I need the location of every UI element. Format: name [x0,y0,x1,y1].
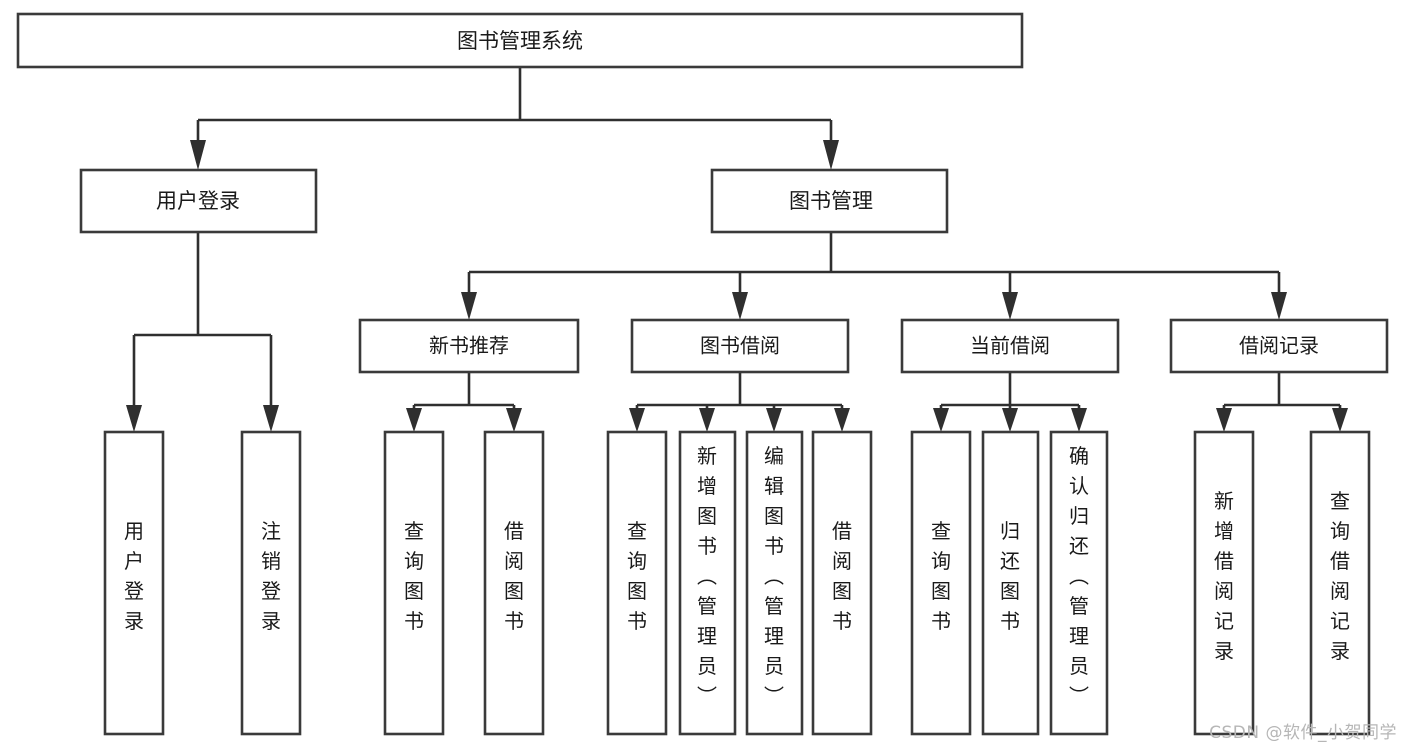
leaf-record-query-record-box[interactable] [1309,430,1371,736]
leaf-borrow-borrow-book-box[interactable] [811,430,873,736]
node-new-book-recommend[interactable]: 新书推荐 [358,318,580,374]
arrowhead-current-borrow [1002,292,1018,320]
node-book-manage-box[interactable] [710,168,949,234]
node-book-manage[interactable]: 图书管理 [710,168,949,234]
node-book-borrow[interactable]: 图书借阅 [630,318,850,374]
leaf-record-add-record[interactable]: 新增借阅记录 [1193,430,1255,736]
leaf-user-login-login-label: 用户登录 [124,519,144,633]
leaf-recommend-borrow-book-box[interactable] [483,430,545,736]
arrowhead-record-leaf-2 [1332,408,1348,432]
leaf-current-confirm-return-label: 确认归还︵管理员︶ [1069,444,1089,708]
leaf-borrow-add-book-label: 新增图书︵管理员︶ [697,444,717,708]
leaf-current-return-book[interactable]: 归还图书 [981,430,1040,736]
leaf-borrow-query-book-box[interactable] [606,430,668,736]
leaf-current-return-book-label: 归还图书 [1000,519,1020,633]
arrowhead-book-borrow [732,292,748,320]
node-current-borrow[interactable]: 当前借阅 [900,318,1120,374]
arrowhead-recommend-leaf-1 [406,408,422,432]
arrowhead-new-book-recommend [461,292,477,320]
leaf-recommend-borrow-book-label: 借阅图书 [504,519,524,633]
leaf-current-query-book-label: 查询图书 [931,519,951,633]
arrowhead-book-manage [823,140,839,170]
node-borrow-record-box[interactable] [1169,318,1389,374]
leaf-borrow-query-book[interactable]: 查询图书 [606,430,668,736]
leaf-recommend-borrow-book[interactable]: 借阅图书 [483,430,545,736]
leaf-current-confirm-return[interactable]: 确认归还︵管理员︶ [1049,430,1109,736]
node-new-book-recommend-label: 新书推荐 [429,334,509,358]
node-book-borrow-label: 图书借阅 [700,334,780,358]
arrowhead-user-login [190,140,206,170]
leaf-record-add-record-box[interactable] [1193,430,1255,736]
leaf-user-login-login-box[interactable] [103,430,165,736]
arrowhead-recommend-leaf-2 [506,408,522,432]
node-user-login-box[interactable] [79,168,318,234]
arrowhead-current-leaf-3 [1071,408,1087,432]
leaf-recommend-query-book-label: 查询图书 [404,519,424,633]
node-book-borrow-box[interactable] [630,318,850,374]
node-root[interactable]: 图书管理系统 [16,12,1024,69]
leaf-borrow-edit-book-label: 编辑图书︵管理员︶ [764,444,784,708]
arrowhead-current-leaf-2 [1002,408,1018,432]
node-root-box[interactable] [16,12,1024,69]
leaf-borrow-add-book[interactable]: 新增图书︵管理员︶ [678,430,737,736]
arrowhead-leaf-user-login [126,405,142,432]
node-borrow-record-label: 借阅记录 [1239,334,1319,358]
arrowhead-current-leaf-1 [933,408,949,432]
leaf-user-login-logout-label: 注销登录 [261,519,281,633]
arrowhead-borrow-leaf-2 [699,408,715,432]
node-new-book-recommend-box[interactable] [358,318,580,374]
leaf-current-query-book-box[interactable] [910,430,972,736]
node-user-login-label: 用户登录 [156,189,240,213]
leaf-current-confirm-return-box[interactable] [1049,430,1109,736]
leaf-borrow-edit-book-box[interactable] [745,430,804,736]
leaf-record-query-record[interactable]: 查询借阅记录 [1309,430,1371,736]
leaf-recommend-query-book-box[interactable] [383,430,445,736]
arrowhead-borrow-leaf-1 [629,408,645,432]
leaf-record-query-record-label: 查询借阅记录 [1330,489,1350,663]
leaf-record-add-record-label: 新增借阅记录 [1214,489,1234,663]
node-root-label: 图书管理系统 [457,29,583,53]
leaf-borrow-add-book-box[interactable] [678,430,737,736]
leaf-borrow-borrow-book-label: 借阅图书 [832,519,852,633]
leaf-current-return-book-box[interactable] [981,430,1040,736]
leaf-borrow-edit-book[interactable]: 编辑图书︵管理员︶ [745,430,804,736]
connectors [126,67,1348,432]
leaf-borrow-query-book-label: 查询图书 [627,519,647,633]
leaf-borrow-borrow-book[interactable]: 借阅图书 [811,430,873,736]
arrowhead-borrow-leaf-4 [834,408,850,432]
node-current-borrow-label: 当前借阅 [970,334,1050,358]
arrowhead-borrow-record [1271,292,1287,320]
leaf-recommend-query-book[interactable]: 查询图书 [383,430,445,736]
leaf-user-login-logout-box[interactable] [240,430,302,736]
node-current-borrow-box[interactable] [900,318,1120,374]
arrowhead-borrow-leaf-3 [766,408,782,432]
leaf-current-query-book[interactable]: 查询图书 [910,430,972,736]
node-user-login[interactable]: 用户登录 [79,168,318,234]
leaf-user-login-logout[interactable]: 注销登录 [240,430,302,736]
node-book-manage-label: 图书管理 [789,189,873,213]
node-borrow-record[interactable]: 借阅记录 [1169,318,1389,374]
arrowhead-record-leaf-1 [1216,408,1232,432]
leaf-user-login-login[interactable]: 用户登录 [103,430,165,736]
arrowhead-leaf-logout [263,405,279,432]
